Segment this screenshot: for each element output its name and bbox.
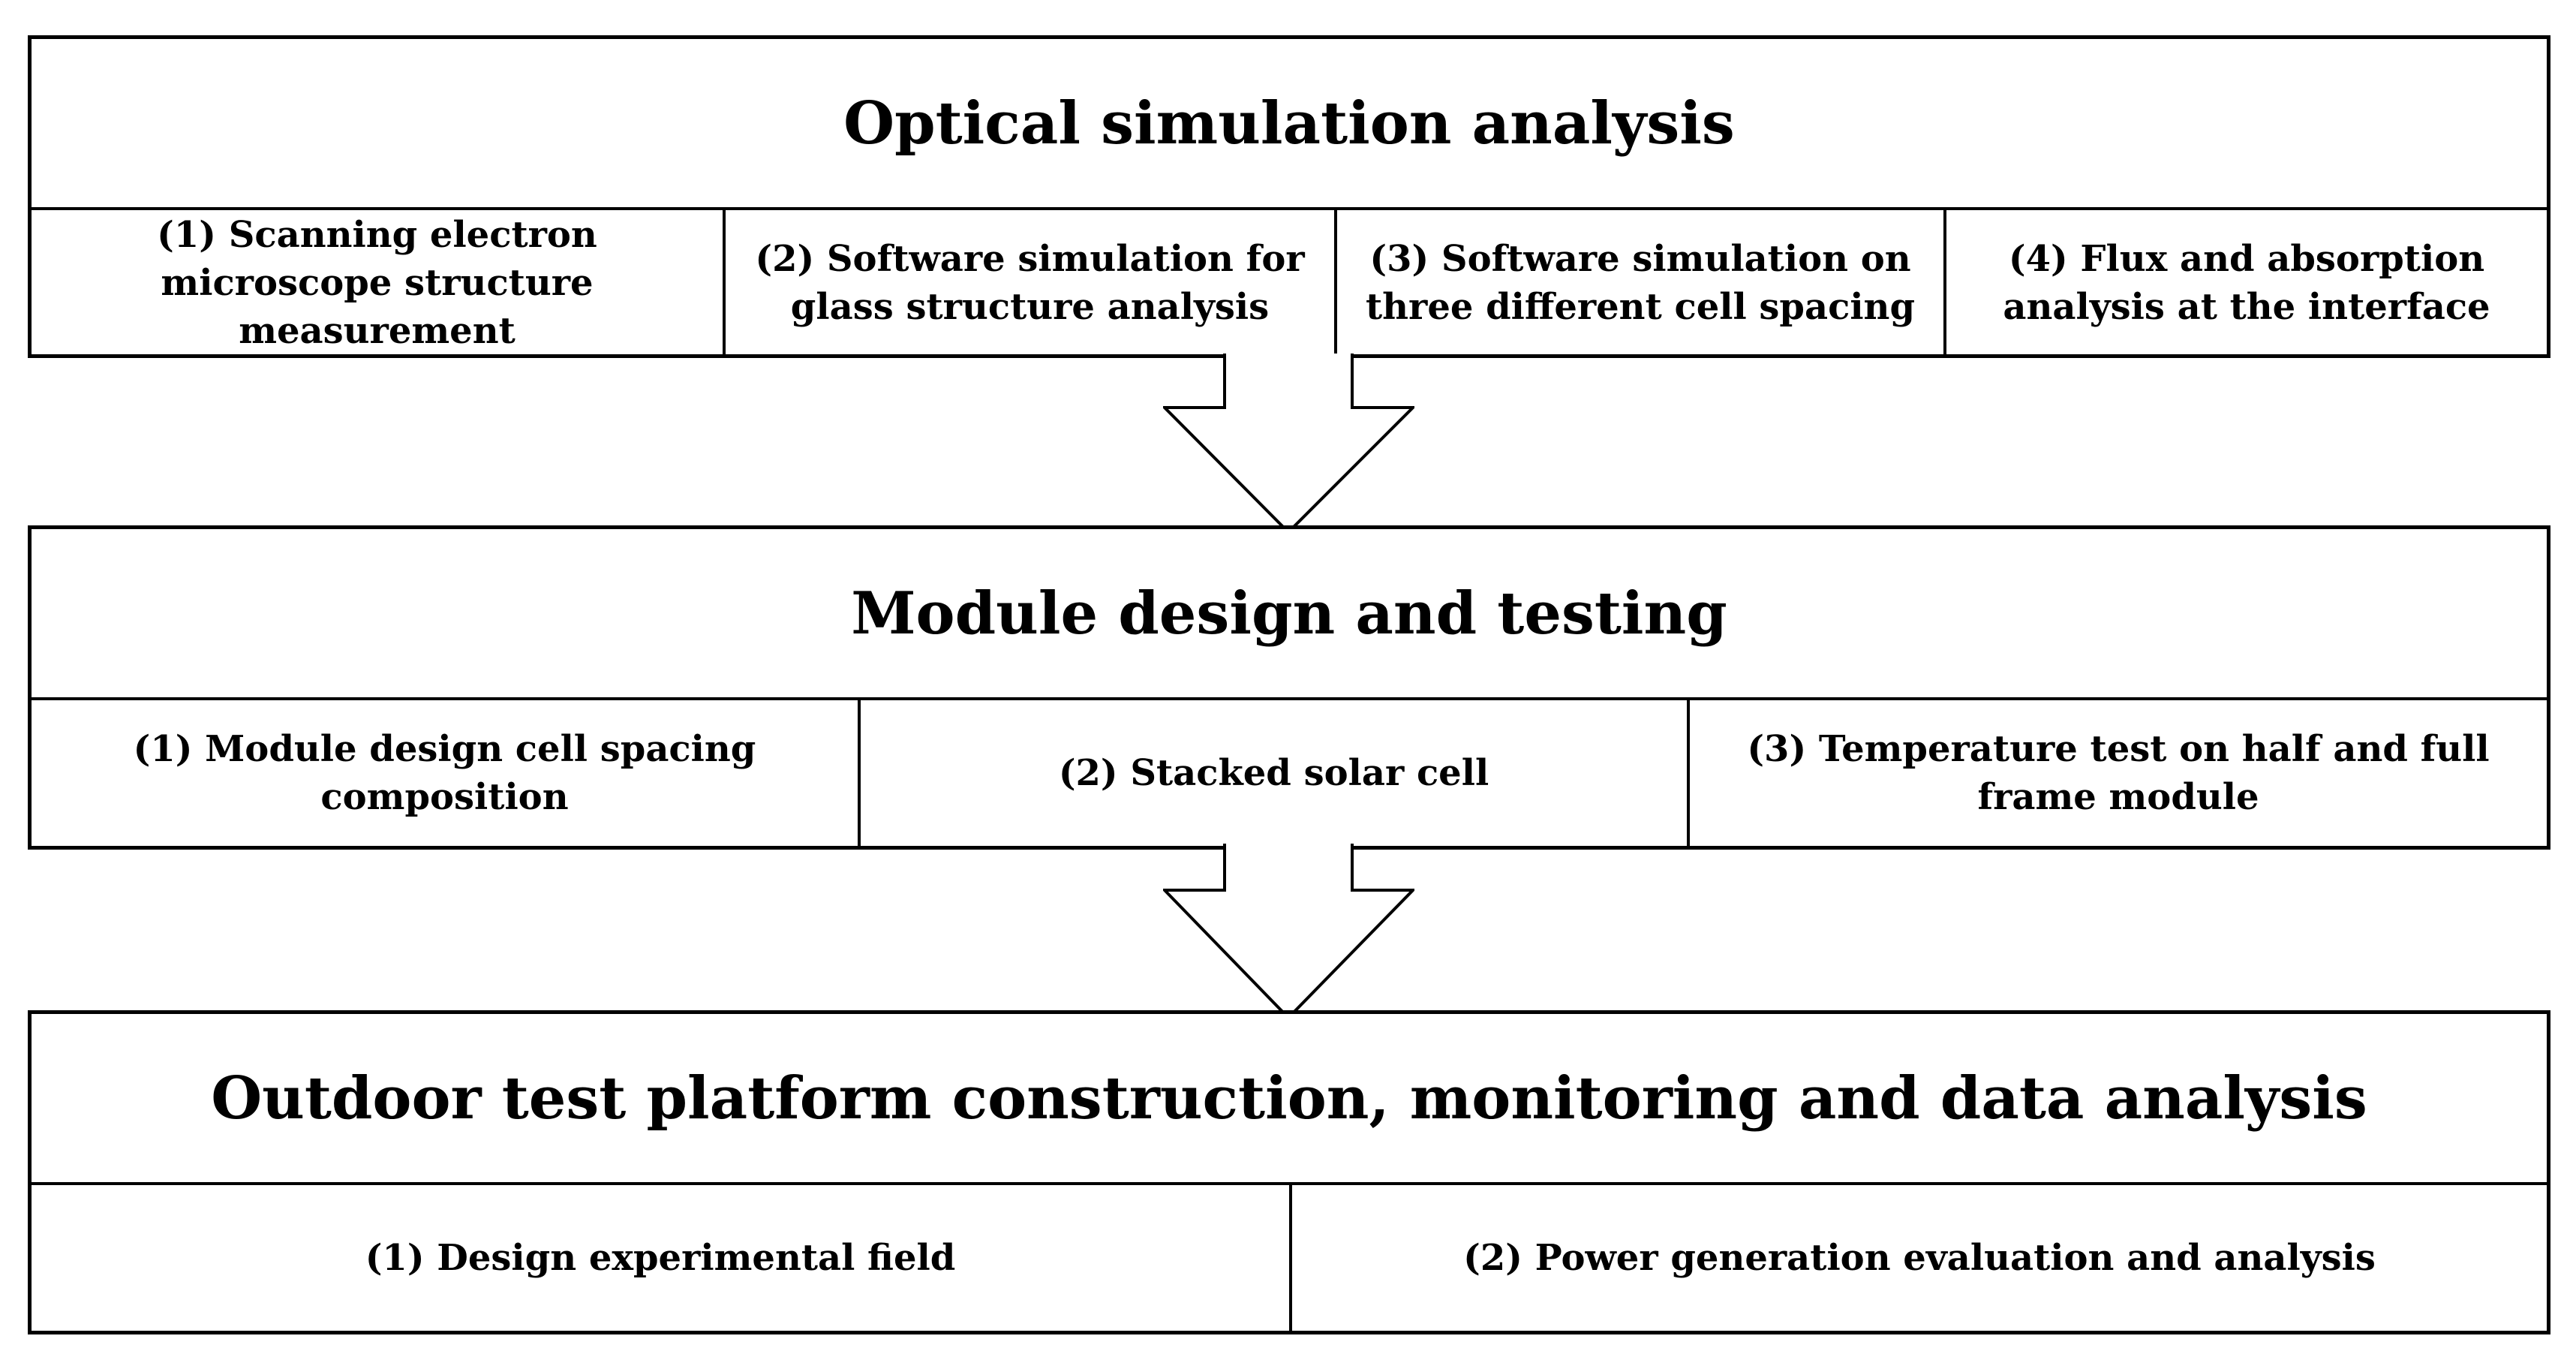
step-cell-spacing-simulation: (3) Software simulation on three differe… <box>1337 210 1946 356</box>
stage-steps-row: (1) Scanning electron microscope structu… <box>32 210 2547 356</box>
step-glass-simulation: (2) Software simulation for glass struct… <box>726 210 1337 356</box>
stage-optical-simulation: Optical simulation analysis (1) Scanning… <box>28 35 2550 358</box>
stage-module-design: Module design and testing (1) Module des… <box>28 525 2550 850</box>
step-module-cell-spacing: (1) Module design cell spacing compositi… <box>32 700 861 846</box>
down-arrow-icon <box>1163 354 1414 534</box>
step-temperature-test: (3) Temperature test on half and full fr… <box>1747 728 2490 818</box>
down-arrow-icon <box>1163 844 1414 1020</box>
stage-title: Optical simulation analysis <box>32 39 2547 210</box>
stage-steps-row: (1) Design experimental field (2) Power … <box>32 1185 2547 1331</box>
stage-title: Outdoor test platform construction, moni… <box>32 1014 2547 1185</box>
step-flux-absorption: (4) Flux and absorption analysis at the … <box>2003 238 2490 328</box>
step-experimental-field: (1) Design experimental field <box>32 1185 1292 1331</box>
stage-title: Module design and testing <box>32 529 2547 700</box>
stage-steps-row: (1) Module design cell spacing compositi… <box>32 700 2547 846</box>
step-sem-measurement: (1) Scanning electron microscope structu… <box>32 210 726 356</box>
step-stacked-solar-cell: (2) Stacked solar cell <box>861 700 1690 846</box>
stage-outdoor-test: Outdoor test platform construction, moni… <box>28 1010 2550 1334</box>
step-power-evaluation: (2) Power generation evaluation and anal… <box>1463 1237 2376 1279</box>
